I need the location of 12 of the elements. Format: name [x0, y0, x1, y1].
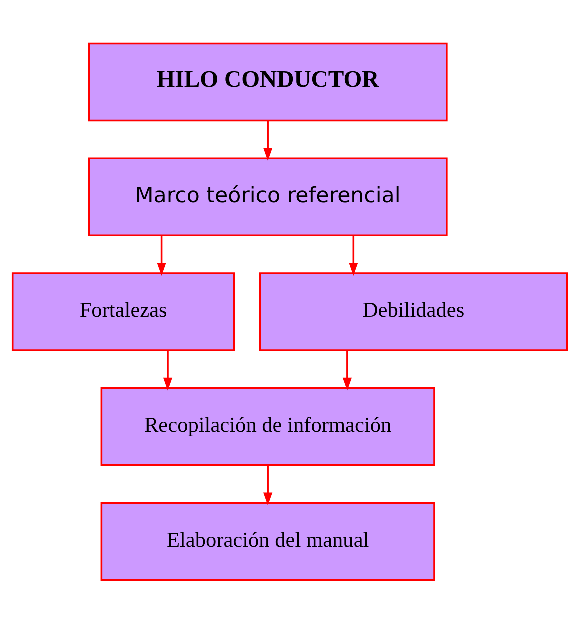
- node-box: Fortalezas: [12, 272, 236, 352]
- arrow: [342, 350, 352, 391]
- arrow: [264, 120, 273, 162]
- node-box: Elaboración del manual: [100, 502, 436, 582]
- node-box: Recopilación de información: [100, 388, 436, 466]
- arrow: [264, 465, 273, 506]
- node-box: HILO CONDUCTOR: [88, 42, 448, 122]
- arrow: [157, 236, 166, 276]
- node-box: Debilidades: [260, 272, 568, 352]
- arrow: [163, 350, 173, 391]
- node-box: Marco teórico referencial: [88, 158, 448, 236]
- arrow: [349, 236, 358, 276]
